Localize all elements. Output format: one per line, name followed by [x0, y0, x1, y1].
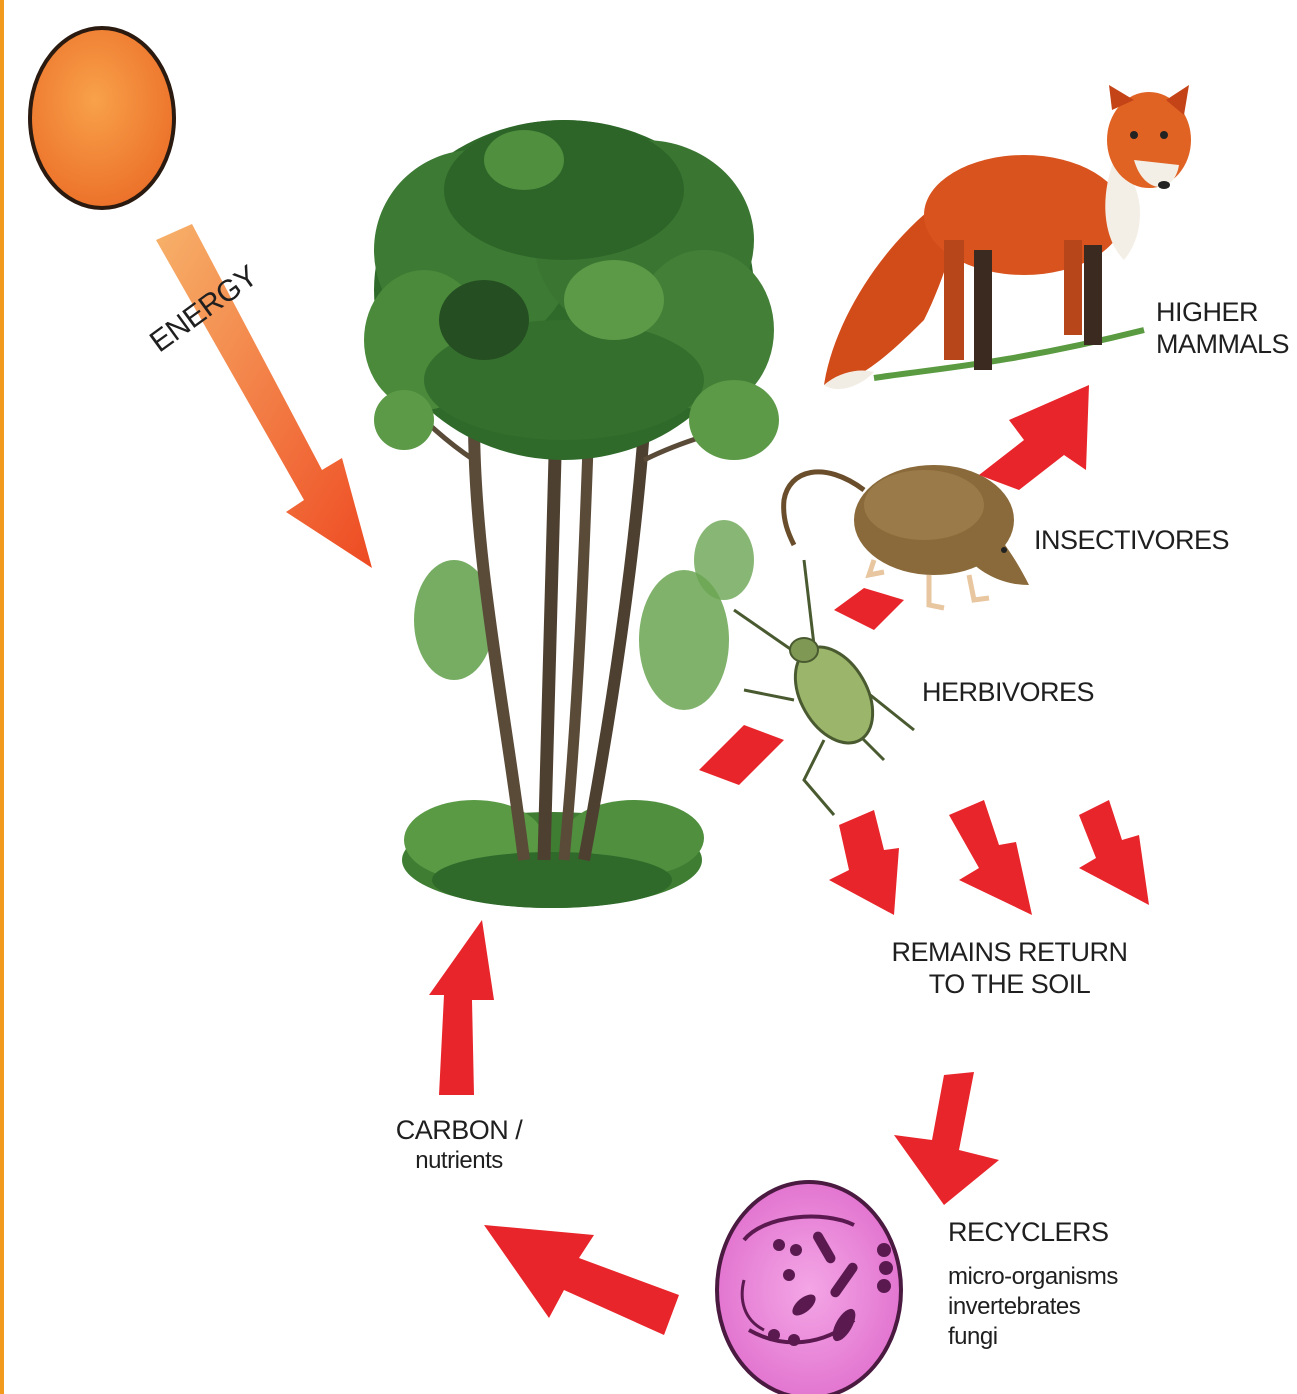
remains-arrow-1: [829, 810, 899, 915]
arrow-recyclers-to-carbon: [484, 1225, 679, 1335]
remains-line-1: REMAINS RETURN: [882, 936, 1137, 968]
arrow-to-insectivores: [834, 588, 904, 630]
insectivores-label: INSECTIVORES: [1034, 524, 1229, 556]
higher-mammals-label: HIGHER MAMMALS: [1156, 296, 1289, 360]
recycler-type-item: invertebrates: [948, 1292, 1118, 1322]
recycler-types-list: micro-organisms invertebrates fungi: [948, 1262, 1118, 1352]
recycler-type-item: micro-organisms: [948, 1262, 1118, 1292]
energy-arrow: [156, 224, 372, 568]
arrow-carbon-to-tree: [429, 920, 494, 1095]
tree-icon: [364, 120, 779, 908]
herbivores-label: HERBIVORES: [922, 676, 1094, 708]
fox-icon: [824, 85, 1191, 389]
arrow-to-herbivores: [699, 725, 784, 785]
microbe-cell-icon: [717, 1182, 901, 1394]
remains-arrow-2: [949, 800, 1032, 915]
shrew-icon: [784, 465, 1029, 608]
remains-label: REMAINS RETURN TO THE SOIL: [882, 936, 1137, 1000]
carbon-line-1: CARBON /: [389, 1114, 529, 1146]
carbon-line-2: nutrients: [389, 1146, 529, 1176]
remains-line-2: TO THE SOIL: [882, 968, 1137, 1000]
recyclers-label: RECYCLERS: [948, 1216, 1109, 1248]
carbon-label: CARBON / nutrients: [389, 1114, 529, 1176]
recycler-type-item: fungi: [948, 1322, 1118, 1352]
remains-arrow-3: [1079, 800, 1149, 905]
arrow-to-recyclers: [894, 1072, 999, 1205]
higher-mammals-line-1: HIGHER: [1156, 296, 1289, 328]
sun-icon: [30, 28, 174, 208]
diagram-artwork: [4, 0, 1297, 1394]
arrow-to-higher-mammals: [979, 385, 1089, 490]
higher-mammals-line-2: MAMMALS: [1156, 328, 1289, 360]
